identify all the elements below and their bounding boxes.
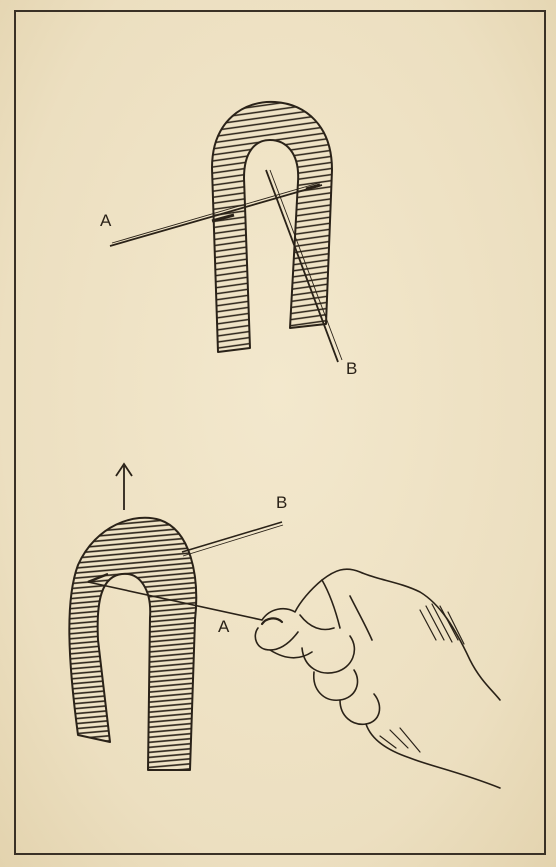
lift-arrow-icon xyxy=(116,464,132,510)
top-label-a: A xyxy=(100,212,111,229)
top-magnet xyxy=(212,102,332,352)
bottom-label-a: A xyxy=(218,618,229,635)
bottom-needle-b xyxy=(182,522,283,556)
hand-drawing xyxy=(255,569,500,788)
bottom-magnet xyxy=(69,518,196,770)
top-label-b: B xyxy=(346,360,357,377)
bottom-label-b: B xyxy=(276,494,287,511)
